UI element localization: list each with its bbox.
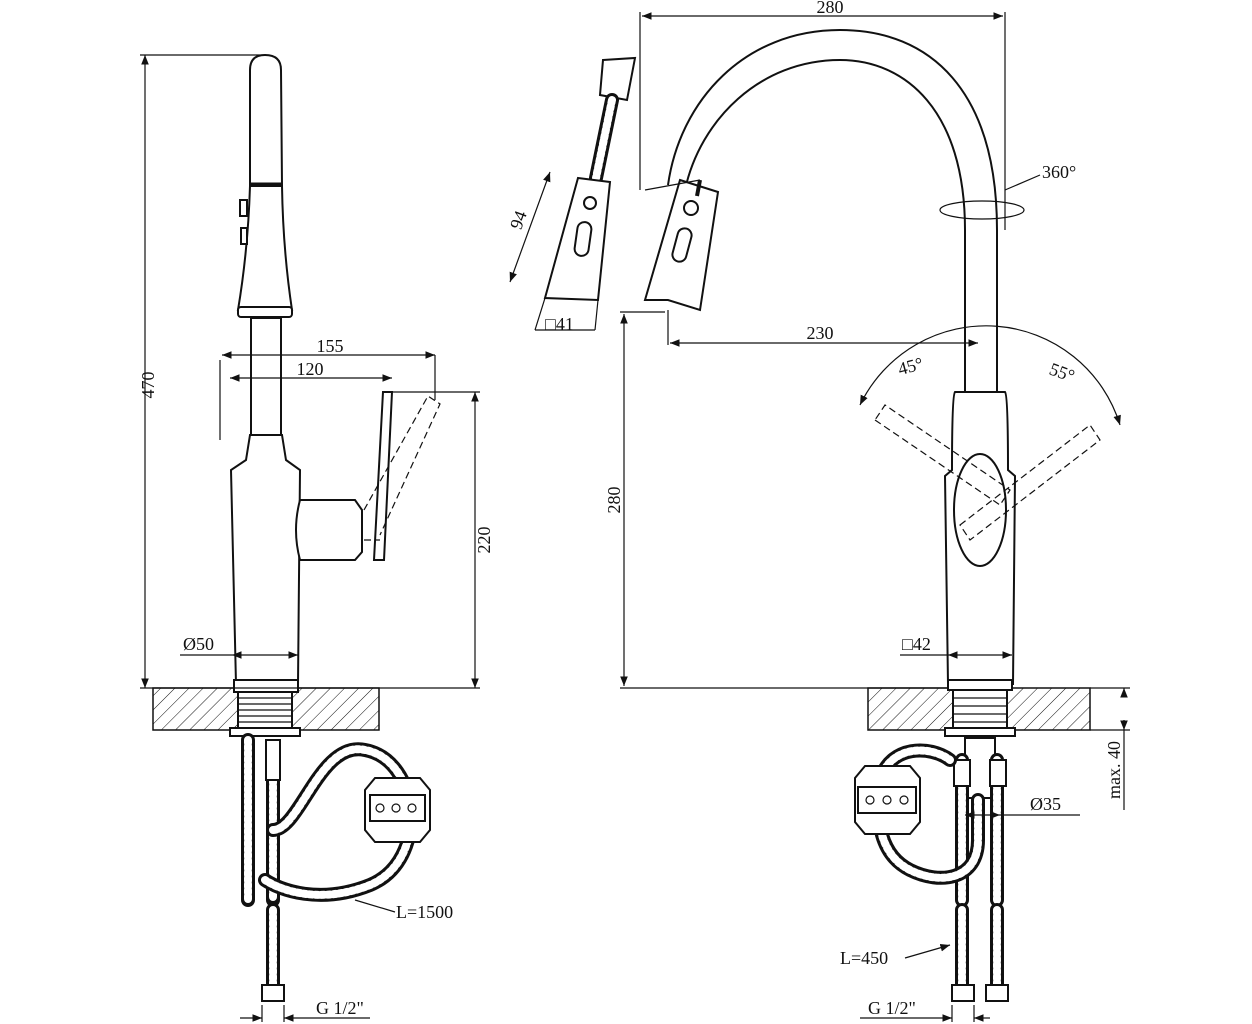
detached-head-top: [598, 56, 637, 102]
rotation-label: 360°: [1042, 162, 1076, 182]
side-spout-length-label: 155: [317, 336, 344, 356]
side-handle-length-label: 120: [297, 359, 324, 379]
side-total-height-label: 470: [138, 372, 158, 399]
front-spout-height-label: 280: [604, 487, 624, 514]
front-reach-label: 230: [807, 323, 834, 343]
front-view: [543, 28, 1121, 1002]
side-dimensions: 470 155 120 220 Ø50 L=1500 G 1/2": [138, 54, 494, 1022]
spray-head-square-label: □41: [545, 314, 574, 334]
side-base-diameter-label: Ø50: [183, 634, 214, 654]
front-base-nut: [947, 679, 1013, 691]
max-thickness-label: max. 40: [1104, 741, 1124, 799]
front-hose-fitting-left: [951, 984, 975, 1002]
front-gooseneck-outer: [684, 58, 966, 392]
side-view: [152, 53, 441, 1002]
spray-head-length-label: 94: [506, 208, 531, 232]
front-hose-length-label: L=450: [840, 948, 888, 968]
side-base-nut: [233, 679, 299, 693]
front-hose-fitting-right: [985, 984, 1009, 1002]
side-handle-base: [295, 499, 363, 561]
side-hose-fitting: [261, 984, 285, 1002]
side-thread-label: G 1/2": [316, 998, 364, 1018]
side-body: [229, 434, 302, 685]
front-gooseneck-inner: [667, 28, 998, 392]
handle-angle-right-label: 55°: [1047, 359, 1078, 386]
side-spout-top: [249, 53, 284, 186]
front-width-label: 280: [817, 0, 844, 17]
front-base-square-label: □42: [902, 634, 931, 654]
front-dimensions: 280 360° 94 □41 230 280 45° 55° □42 max.…: [506, 0, 1130, 1022]
handle-angle-left-label: 45°: [896, 353, 926, 379]
front-thread-label: G 1/2": [868, 998, 916, 1018]
side-hose-length-label: L=1500: [396, 902, 453, 922]
shank-diameter-label: Ø35: [1030, 794, 1061, 814]
side-handle-height-label: 220: [474, 527, 494, 554]
